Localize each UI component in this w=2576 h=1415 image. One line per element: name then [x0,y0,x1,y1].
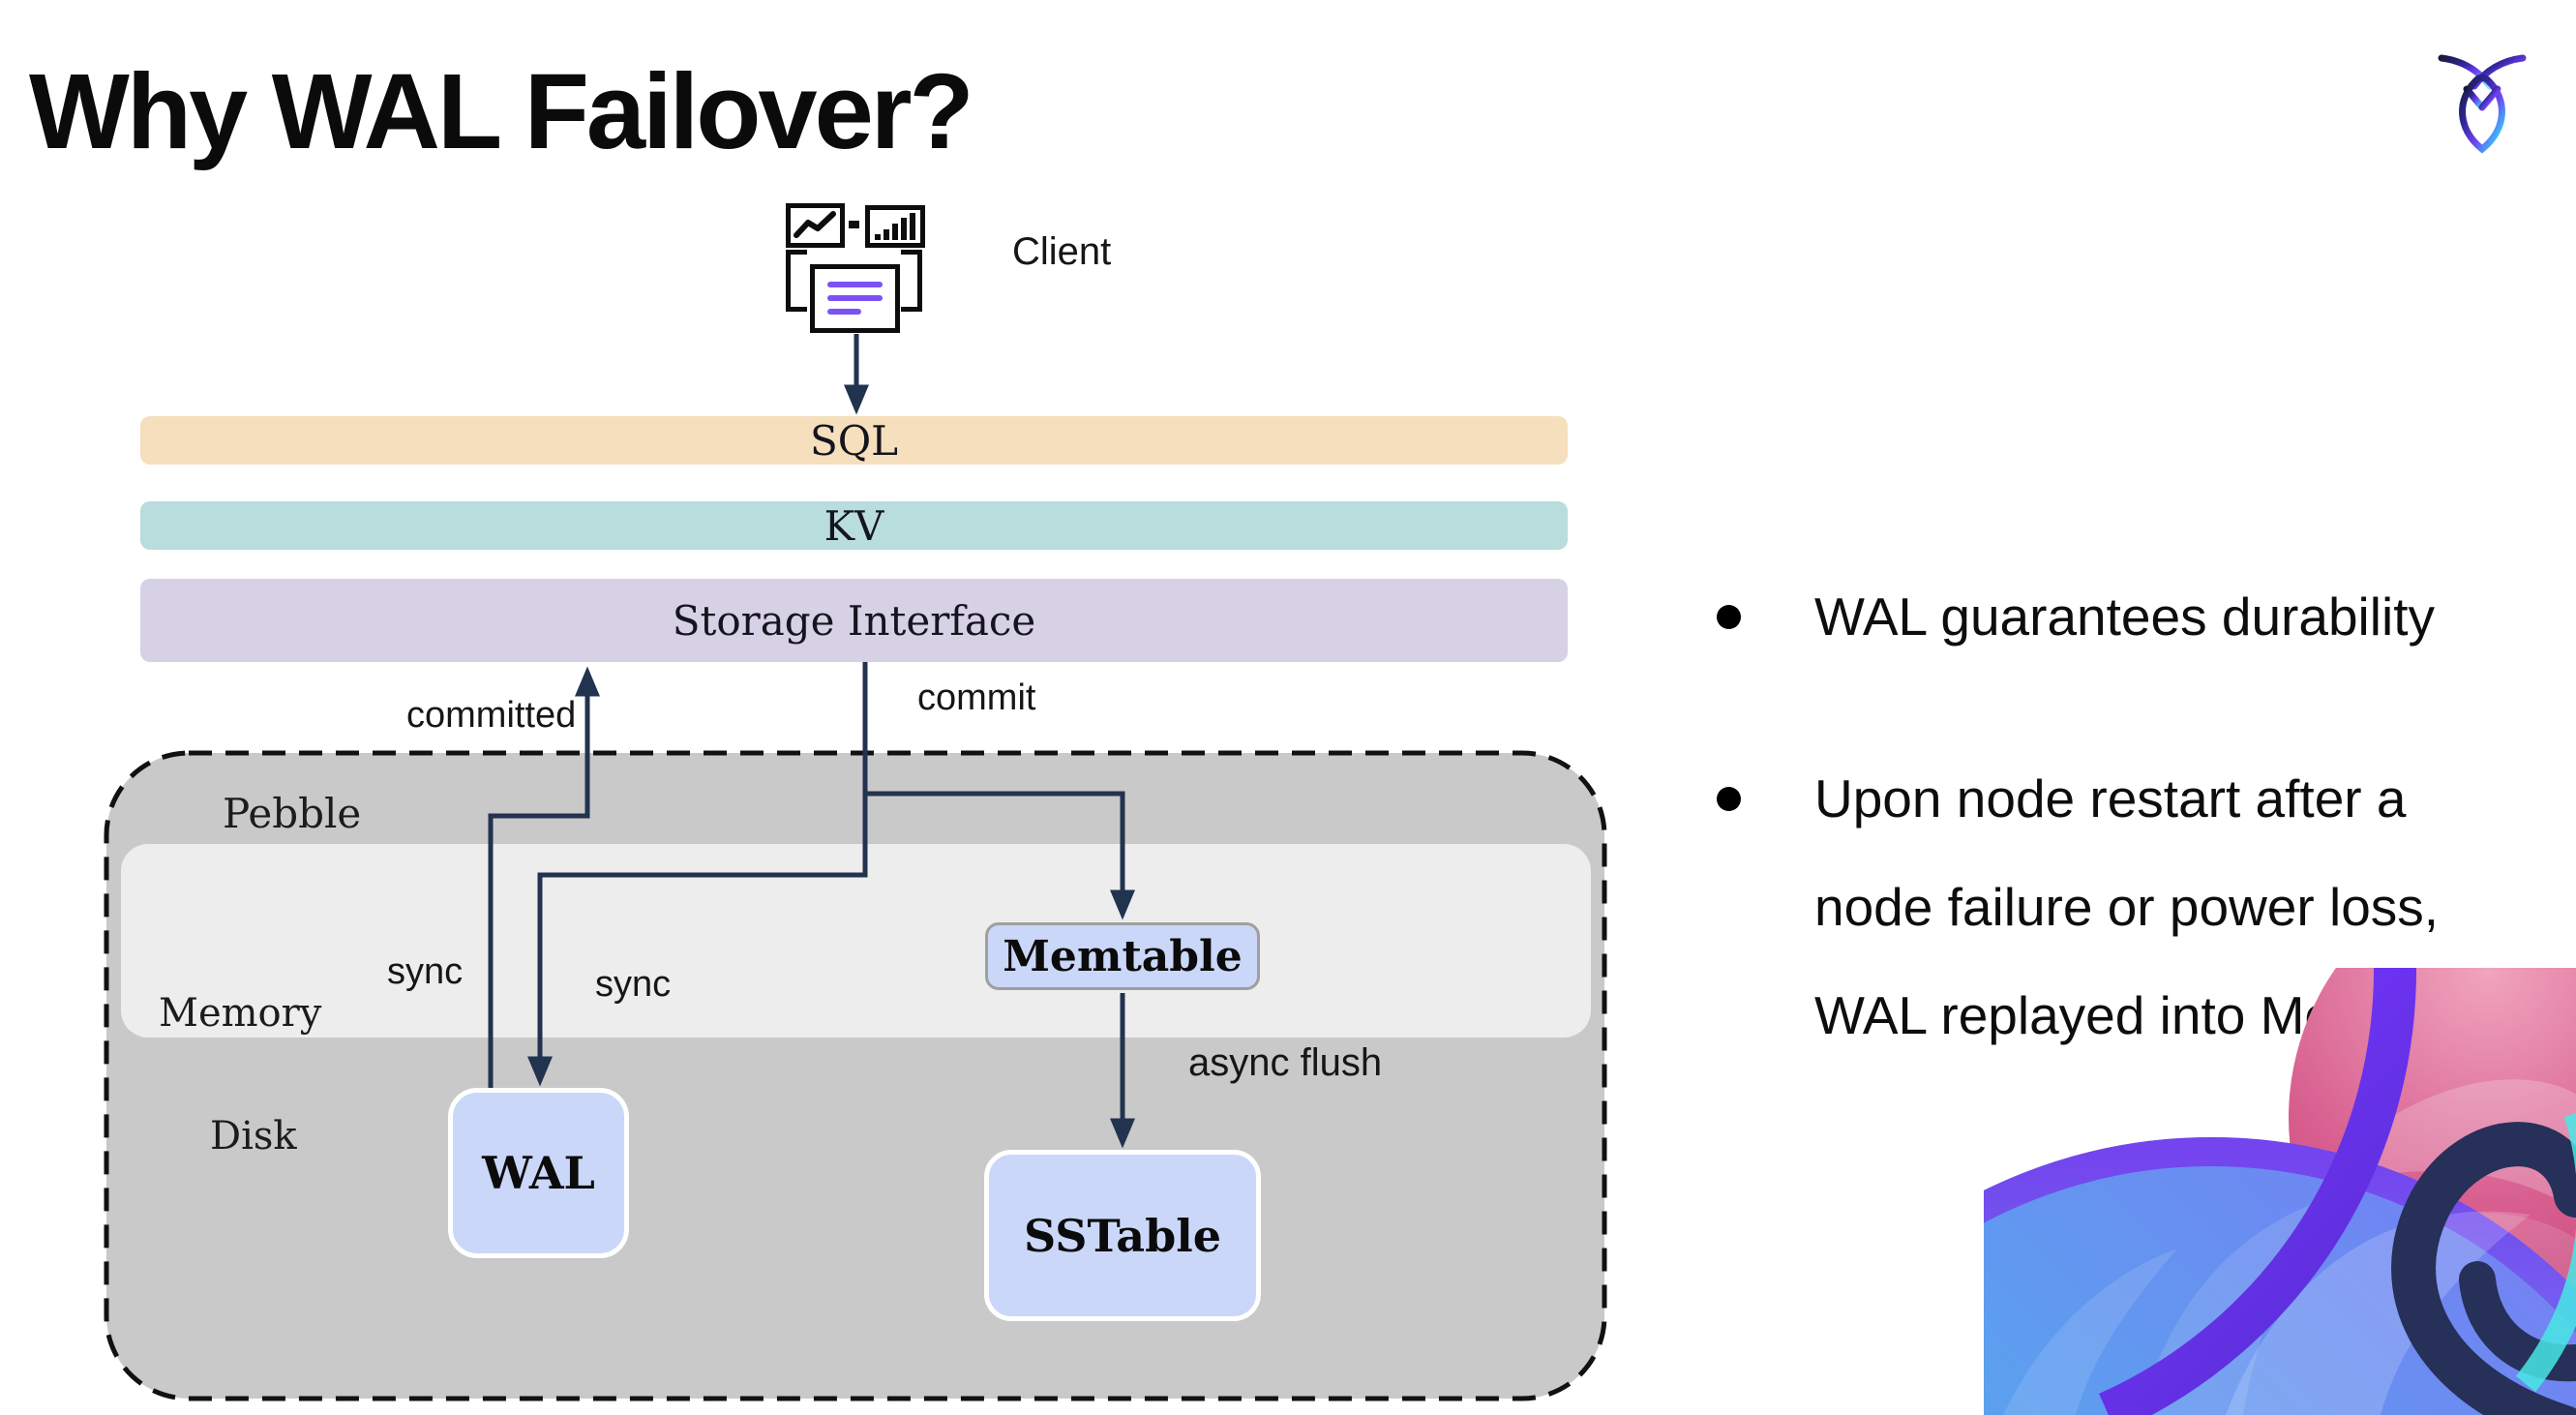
edge-committed [488,666,600,1088]
page-title: Why WAL Failover? [29,52,974,171]
client-icon [780,197,935,341]
client-label: Client [1012,230,1112,273]
edge-label-commit: commit [917,677,1036,718]
bullet-line: node failure or power loss, [1814,877,2440,937]
bullet-list: WAL guarantees durability Upon node rest… [1715,562,2508,1069]
node-memtable: Memtable [985,922,1260,990]
brand-graphic [1984,968,2576,1415]
edge-commit-to-memtable [865,791,1135,920]
memory-band [121,844,1591,1038]
node-wal: WAL [448,1088,629,1258]
line-chart-icon [786,203,845,248]
layer-kv-label: KV [824,501,884,550]
bullet-line: WAL guarantees durability [1814,587,2435,647]
layer-storage-label: Storage Interface [672,596,1036,645]
edge-label-committed: committed [406,695,577,736]
node-memtable-label: Memtable [1003,931,1243,981]
cockroachdb-logo-icon [2438,54,2527,154]
node-wal-label: WAL [482,1147,595,1199]
bracket-left-icon [786,250,807,312]
layer-sql-label: SQL [809,416,899,465]
edge-label-sync-commit: sync [595,964,672,1005]
edge-label-sync-committed: sync [387,951,464,992]
pebble-label: Pebble [223,790,362,837]
node-sstable: SSTable [984,1150,1261,1321]
edge-label-async-flush: async flush [1188,1041,1383,1084]
bar-chart-icon [865,205,925,248]
bullet-line: Upon node restart after a [1814,768,2407,828]
bracket-right-icon [901,250,922,312]
dash-connector [849,221,859,228]
memory-label: Memory [159,991,322,1036]
layer-kv: KV [140,501,1568,550]
layer-sql: SQL [140,416,1568,465]
layer-storage-interface: Storage Interface [140,579,1568,662]
bullet-item: WAL guarantees durability [1715,562,2508,671]
document-icon [810,264,900,333]
edge-commit-to-wal [527,662,868,1087]
disk-label: Disk [210,1114,297,1159]
node-sstable-label: SSTable [1024,1209,1221,1262]
